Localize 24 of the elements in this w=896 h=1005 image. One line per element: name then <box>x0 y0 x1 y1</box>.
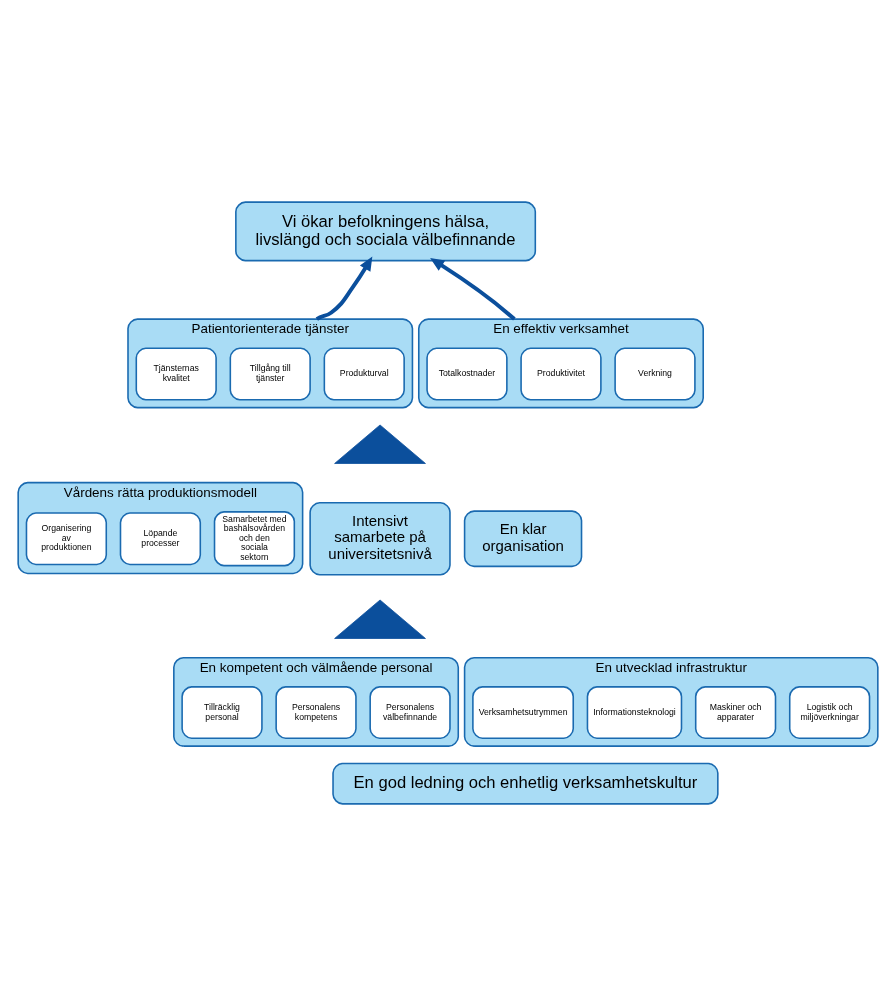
node-box: Logistik och miljöverkningar <box>788 685 871 739</box>
node-box: Personalens kompetens <box>275 685 357 739</box>
node-box: Intensivt samarbete på universitetsnivå <box>309 501 451 575</box>
node-box: Informationsteknologi <box>586 685 683 739</box>
node-box: En klar organisation <box>463 509 583 567</box>
node-box: Tillgång till tjänster <box>229 347 311 400</box>
node-box: Produktivitet <box>520 347 602 400</box>
node-box: Tjänsternas kvalitet <box>135 347 217 400</box>
arrow <box>430 257 516 321</box>
node-box: Vi ökar befolkningens hälsa, livslängd och sociala välbefinnande <box>235 200 537 261</box>
node-box: Tillräcklig personal <box>181 685 263 739</box>
node-box: Samarbetet med bashälsovården och den sociala sektorn <box>213 510 296 566</box>
node-box: Personalens välbefinnande <box>369 685 451 739</box>
node-box: Verkning <box>614 347 696 400</box>
node-box: Totalkostnader <box>426 347 508 400</box>
node-box: Löpande processer <box>119 511 202 565</box>
node-box: Maskiner och apparater <box>694 685 777 739</box>
node-box: Produkturval <box>323 347 405 400</box>
arrow <box>315 256 373 321</box>
node-box: Organisering av produktionen <box>25 511 108 565</box>
node-box: En god ledning och enhetlig verksamhetskultur <box>332 762 719 805</box>
node-box: Verksamhetsutrymmen <box>472 685 574 739</box>
node-triangle <box>334 599 426 639</box>
node-triangle <box>334 424 426 464</box>
